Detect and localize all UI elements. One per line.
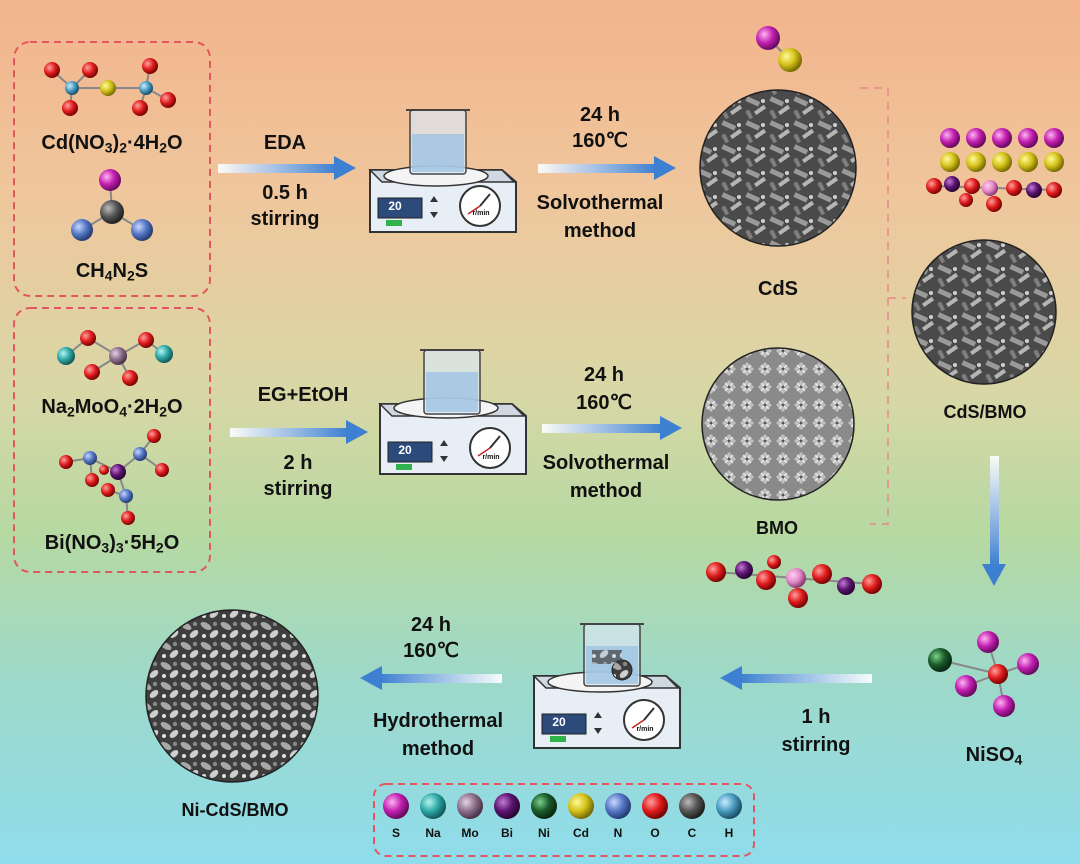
- step1-time: 24 h: [579, 104, 621, 126]
- reagent-sodium-molybdate: Na2MoO4·2H2O: [41, 396, 183, 420]
- legend-label-h: H: [724, 826, 734, 840]
- step2-method-2: method: [569, 480, 643, 502]
- legend-sphere-h: [716, 793, 742, 819]
- legend-label-bi: Bi: [501, 826, 513, 840]
- stirrer2-display: 20: [398, 443, 412, 457]
- stirrer1-unit: r/min: [472, 210, 490, 217]
- product-cds-bmo: CdS/BMO: [943, 402, 1027, 422]
- reagent-cd-nitrate: Cd(NO3)2·4H2O: [41, 132, 183, 156]
- stirrer-1: [368, 109, 517, 233]
- molecule-sodium-molybdate: [57, 330, 173, 386]
- legend-sphere-na: [420, 793, 446, 819]
- legend-sphere-o: [642, 793, 668, 819]
- legend-label-c: C: [687, 826, 697, 840]
- legend-sphere-mo: [457, 793, 483, 819]
- molecule-cds-pair: [756, 26, 802, 72]
- legend-spheres: [383, 793, 742, 819]
- stirrer3-unit: r/min: [636, 726, 654, 733]
- step3-stir-time: 1 h: [801, 706, 831, 728]
- legend-label-cd: Cd: [573, 826, 589, 840]
- legend-sphere-s: [383, 793, 409, 819]
- arrow-step2-stir: [230, 420, 368, 444]
- step3-method-2: method: [401, 738, 475, 760]
- step1-stir-label: stirring: [250, 208, 320, 230]
- step1-reagent-label: EDA: [263, 132, 307, 154]
- legend-box: [373, 783, 755, 857]
- stirrer-3: [532, 623, 681, 749]
- composite-bracket: [860, 87, 906, 525]
- legend-sphere-cd: [568, 793, 594, 819]
- arrow-step1-solvo: [538, 156, 676, 180]
- molecule-thiourea: [71, 169, 153, 241]
- stirrer3-display: 20: [552, 715, 566, 729]
- step2-stir-time: 2 h: [283, 452, 313, 474]
- legend-label-mo: Mo: [461, 826, 479, 840]
- sem-image-bmo: [701, 347, 855, 501]
- molecule-cds-bmo-layers: [926, 128, 1064, 212]
- product-cds: CdS: [758, 278, 798, 300]
- step2-method-1: Solvothermal: [542, 452, 670, 474]
- arrow-step1-stir: [218, 156, 356, 180]
- reagent-box-bmo: [13, 307, 211, 573]
- reagent-thiourea: CH4N2S: [75, 260, 149, 284]
- product-bmo: BMO: [756, 518, 798, 538]
- step3-method-1: Hydrothermal: [372, 710, 504, 732]
- stirrer2-unit: r/min: [482, 454, 500, 461]
- step3-stir-label: stirring: [781, 734, 851, 756]
- sem-image-ni-cds-bmo: [145, 609, 319, 783]
- molecule-nickel-sulfate: [928, 631, 1039, 717]
- sem-image-cds-bmo: [911, 239, 1057, 385]
- legend-sphere-ni: [531, 793, 557, 819]
- legend-sphere-n: [605, 793, 631, 819]
- arrow-step3-hydro: [360, 666, 502, 690]
- molecule-bismuth-nitrate: [59, 429, 169, 525]
- molecule-cd-nitrate: [44, 58, 176, 116]
- step2-reagent-label: EG+EtOH: [257, 384, 349, 406]
- legend-label-s: S: [391, 826, 400, 840]
- molecule-bmo-chain: [706, 555, 882, 608]
- stirrer-2: [378, 349, 527, 475]
- step2-stir-label: stirring: [263, 478, 333, 500]
- step1-temp: 160℃: [572, 130, 628, 152]
- legend-label-o: O: [650, 826, 660, 840]
- step1-method-2: method: [563, 220, 637, 242]
- step1-method-1: Solvothermal: [536, 192, 664, 214]
- reagent-box-cds: [13, 41, 211, 297]
- legend-label-na: Na: [425, 826, 441, 840]
- stirrer1-display: 20: [388, 199, 402, 213]
- arrow-down-ni: [982, 456, 1006, 586]
- reagent-bismuth-nitrate: Bi(NO3)3·5H2O: [44, 532, 180, 556]
- step1-stir-time: 0.5 h: [262, 182, 308, 204]
- step3-time: 24 h: [410, 614, 452, 636]
- step2-temp: 160℃: [576, 392, 632, 414]
- reagent-nickel-sulfate: NiSO4: [965, 744, 1023, 768]
- legend-label-ni: Ni: [538, 826, 550, 840]
- legend-label-n: N: [613, 826, 623, 840]
- step3-temp: 160℃: [403, 640, 459, 662]
- arrow-step3-stir: [720, 666, 872, 690]
- arrow-step2-solvo: [542, 416, 682, 440]
- legend-sphere-c: [679, 793, 705, 819]
- legend-sphere-bi: [494, 793, 520, 819]
- step2-time: 24 h: [583, 364, 625, 386]
- product-ni-cds-bmo: Ni-CdS/BMO: [181, 800, 289, 820]
- sem-image-cds: [699, 89, 857, 247]
